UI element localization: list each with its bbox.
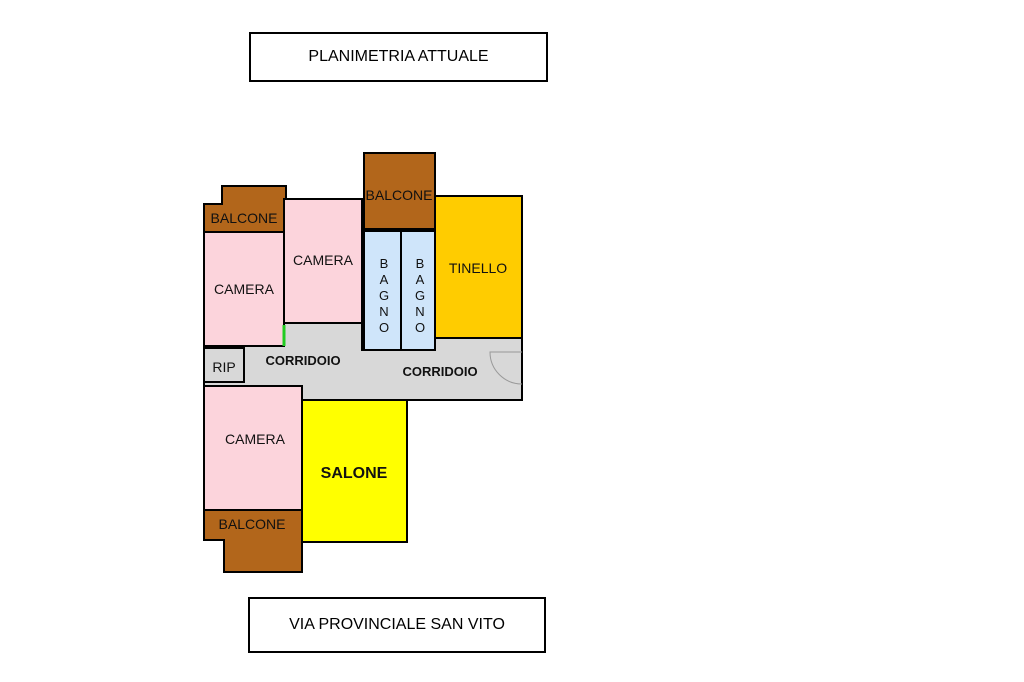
door-arc xyxy=(489,351,523,385)
corridoio-right-label: CORRIDOIO xyxy=(402,364,477,379)
corridoio-left-label: CORRIDOIO xyxy=(265,353,340,368)
camera-center xyxy=(283,198,363,324)
address-label: VIA PROVINCIALE SAN VITO xyxy=(248,597,546,653)
camera-center-label: CAMERA xyxy=(293,252,354,268)
tinello xyxy=(434,195,523,339)
balcone-top-center-label: BALCONE xyxy=(366,187,433,203)
plan-title: PLANIMETRIA ATTUALE xyxy=(249,32,548,82)
camera-left-label: CAMERA xyxy=(214,281,275,297)
bagno-1 xyxy=(363,230,407,351)
tinello-label: TINELLO xyxy=(449,260,507,276)
camera-bottom xyxy=(203,385,303,511)
bagno-2 xyxy=(400,230,436,351)
camera-bottom-label: CAMERA xyxy=(225,431,286,447)
ripostiglio xyxy=(203,347,245,383)
balcone-bottom-label: BALCONE xyxy=(219,516,286,532)
camera-left xyxy=(203,231,285,347)
rip-label: RIP xyxy=(212,359,235,375)
balcone-top-center xyxy=(363,152,436,230)
balcone-top-left-label: BALCONE xyxy=(211,210,278,226)
salone xyxy=(301,399,408,543)
salone-label: SALONE xyxy=(321,465,388,482)
